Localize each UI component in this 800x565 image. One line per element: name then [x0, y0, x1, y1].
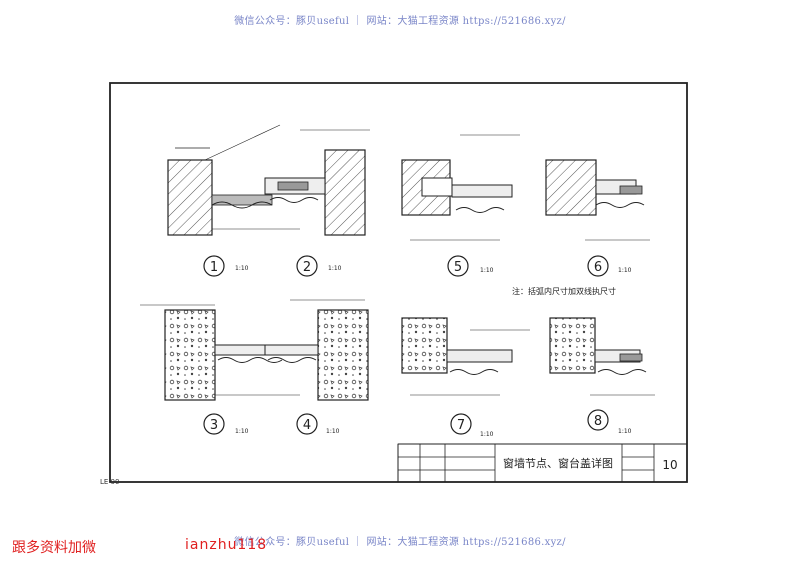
detail-4-drawing: [264, 299, 369, 401]
detail-3-number: 3: [210, 418, 218, 433]
promo-text: 跟多资料加微: [12, 540, 96, 556]
watermark-top: 微信公众号：豚贝useful ｜ 网站：大猫工程资源 https://52168…: [234, 16, 566, 27]
detail-6-drawing: [545, 159, 650, 241]
detail-3-marker: [203, 413, 225, 435]
detail-2-drawing: [264, 129, 370, 236]
detail-7-number: 7: [457, 418, 465, 433]
detail-3-scale: 1:10: [235, 428, 249, 435]
title-block: [397, 443, 688, 483]
drawing-title: 窗墙节点、窗台盖详图: [503, 456, 613, 470]
corner-code: LE 00: [100, 478, 120, 486]
page-number: 10: [662, 458, 677, 472]
detail-7-scale: 1:10: [480, 431, 494, 438]
drawing-note: 注：括弧内尺寸加双线执尺寸: [512, 286, 616, 296]
detail-6-scale: 1:10: [618, 267, 632, 274]
detail-1-scale: 1:10: [235, 265, 249, 272]
detail-5-number: 5: [454, 260, 462, 275]
promo-wechat-id: ianzhu118: [185, 537, 268, 553]
detail-6-number: 6: [594, 260, 602, 275]
detail-4-scale: 1:10: [326, 428, 340, 435]
detail-1-marker: [203, 255, 225, 277]
detail-4-number: 4: [303, 418, 311, 433]
detail-2-number: 2: [303, 260, 311, 275]
detail-8-drawing: [549, 317, 655, 396]
detail-3-drawing: [140, 304, 301, 401]
detail-1-drawing: [167, 124, 300, 236]
detail-2-marker: [296, 255, 318, 277]
detail-6-marker: [587, 255, 609, 277]
detail-1-number: 1: [210, 260, 218, 275]
detail-5-drawing: [401, 134, 520, 241]
detail-8-number: 8: [594, 414, 602, 429]
detail-7-drawing: [401, 317, 530, 396]
detail-7-marker: [450, 413, 472, 435]
detail-8-marker: [587, 409, 609, 431]
detail-8-scale: 1:10: [618, 428, 632, 435]
detail-5-marker: [447, 255, 469, 277]
detail-markers: 1 1:10 2 1:10 3 1:10 4 1:10 5 1:10 6 1:1…: [203, 255, 632, 438]
watermark-bottom: 微信公众号：豚贝useful ｜ 网站：大猫工程资源 https://52168…: [234, 537, 566, 548]
detail-4-marker: [296, 413, 318, 435]
detail-2-scale: 1:10: [328, 265, 342, 272]
detail-5-scale: 1:10: [480, 267, 494, 274]
